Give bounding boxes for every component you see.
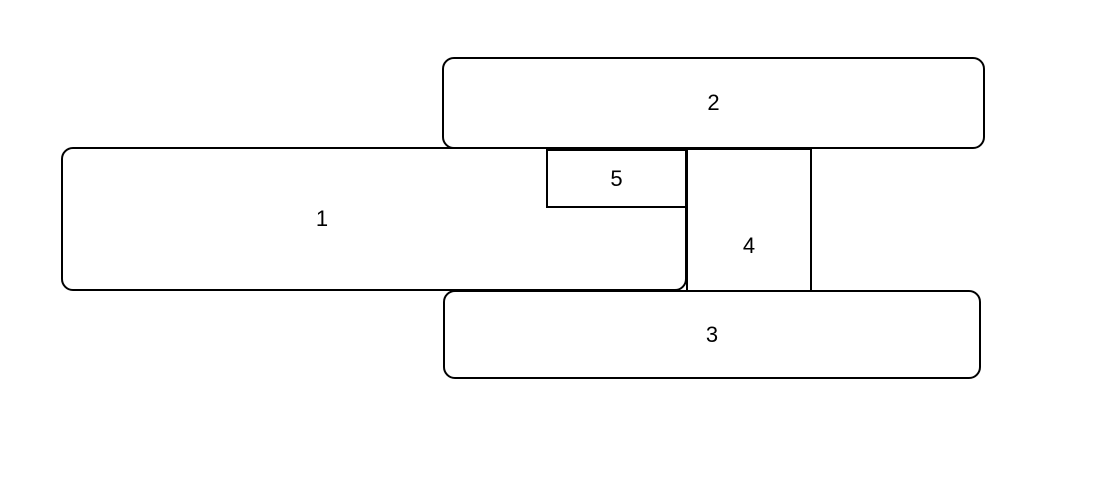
box-2-label: 2 <box>707 90 720 115</box>
box-2: 2 <box>442 57 985 149</box>
box-5-label: 5 <box>610 165 623 191</box>
box-1-label: 1 <box>315 206 329 231</box>
box-4: 4 <box>686 148 812 292</box>
box-4-label: 4 <box>742 233 756 258</box>
box-3: 3 <box>443 290 981 379</box>
box-5: 5 <box>546 149 687 208</box>
box-3-label: 3 <box>705 321 719 347</box>
